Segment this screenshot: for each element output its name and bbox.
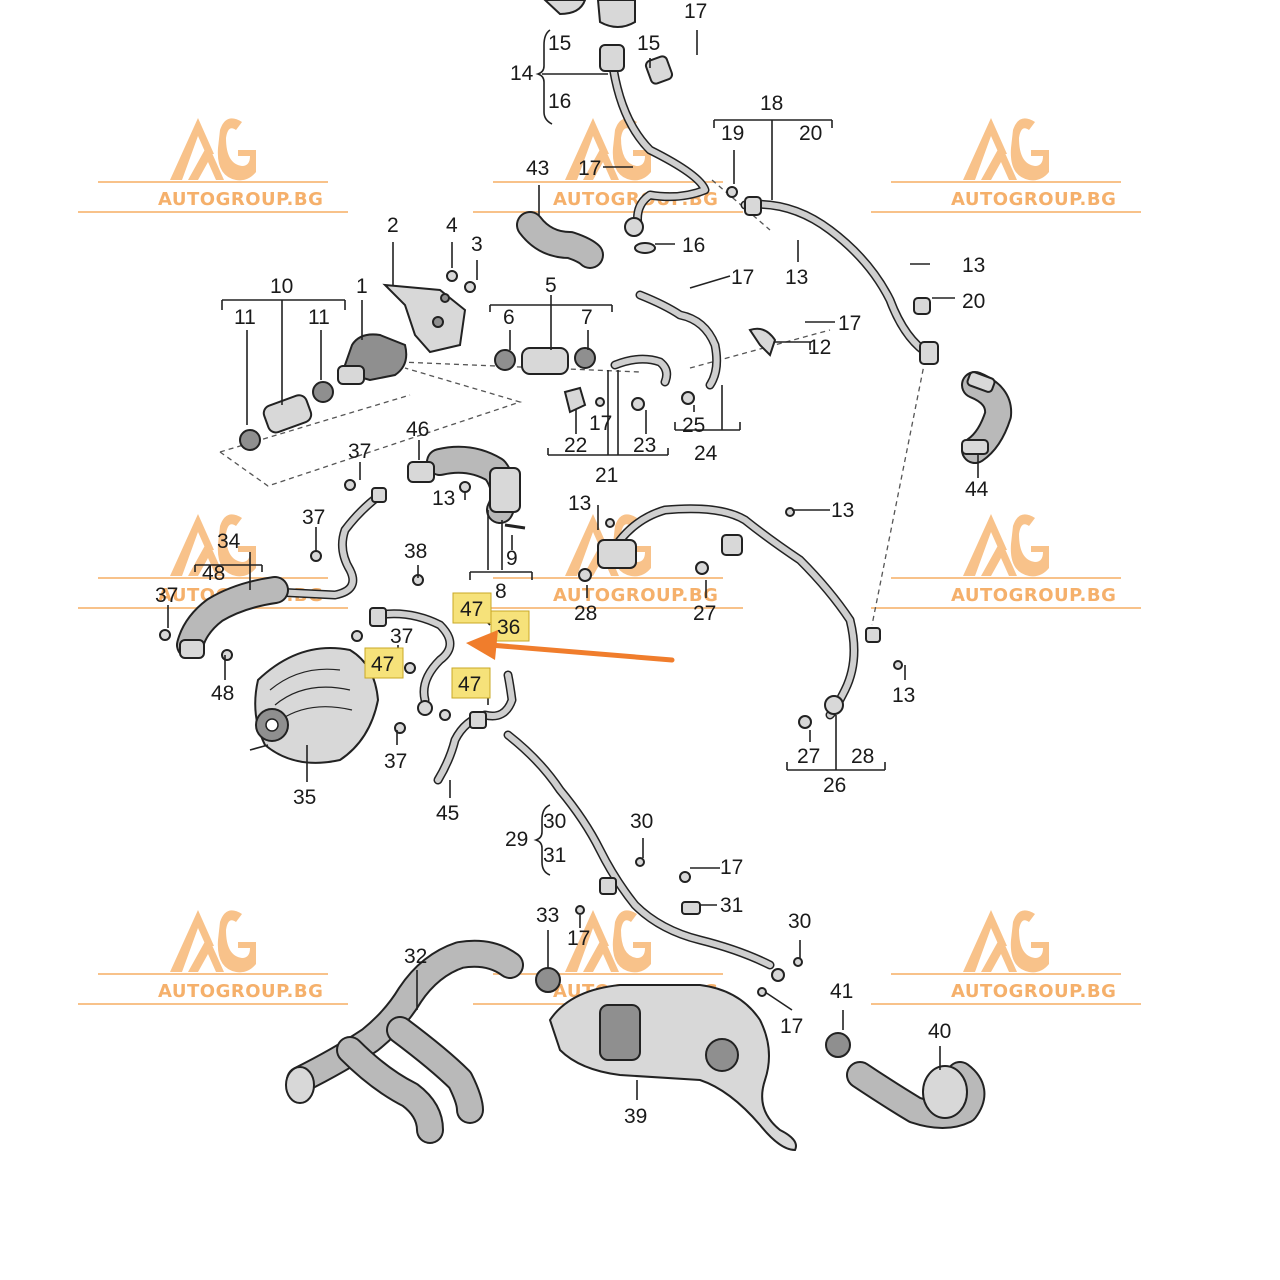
callout-label: 40 — [928, 1020, 951, 1043]
callout-label: 13 — [432, 487, 455, 510]
callout-label: 1 — [356, 275, 368, 298]
callout-label: 13 — [568, 492, 591, 515]
callout-label: 17 — [838, 312, 861, 335]
callout-label: 27 — [693, 602, 716, 625]
watermark-text: AUTOGROUP.BG — [951, 585, 1116, 606]
callout-label: 34 — [217, 530, 241, 553]
watermark-text: AUTOGROUP.BG — [158, 981, 323, 1002]
callout-label: 9 — [506, 547, 518, 570]
part-illustrations — [159, 0, 1013, 1152]
callout-label: 16 — [548, 90, 571, 113]
callout-label: 23 — [633, 434, 656, 457]
callout-label: 31 — [720, 894, 743, 917]
callout-label: 30 — [630, 810, 653, 833]
callout-label: 37 — [384, 750, 407, 773]
callout-label: 17 — [567, 927, 590, 950]
callout-labels: 17 15 15 14 16 18 19 20 17 43 16 2 4 3 1… — [155, 0, 989, 1128]
callout-label: 20 — [799, 122, 822, 145]
callout-label: 17 — [731, 266, 754, 289]
callout-label: 11 — [234, 306, 256, 329]
callout-label: 28 — [574, 602, 597, 625]
callout-label: 4 — [446, 214, 458, 237]
highlight-box — [451, 667, 491, 699]
callout-label: 17 — [578, 157, 601, 180]
callout-label: 25 — [682, 414, 705, 437]
callout-label: 19 — [721, 122, 744, 145]
callout-label: 47 — [460, 598, 483, 621]
callout-label: 18 — [760, 92, 783, 115]
watermark-text: AUTOGROUP.BG — [951, 189, 1116, 210]
callout-label: 37 — [348, 440, 371, 463]
callout-label: 17 — [720, 856, 743, 879]
callout-label: 29 — [505, 828, 528, 851]
highlight-arrow — [466, 630, 675, 663]
callout-label: 13 — [785, 266, 808, 289]
callout-label: 17 — [780, 1015, 803, 1038]
callout-label: 37 — [302, 506, 325, 529]
callout-label: 15 — [548, 32, 571, 55]
watermark-text: AUTOGROUP.BG — [951, 981, 1116, 1002]
callout-label: 30 — [788, 910, 811, 933]
callout-label: 21 — [595, 464, 618, 487]
callout-label: 41 — [830, 980, 853, 1003]
callout-label: 7 — [581, 306, 593, 329]
leader-lines — [167, 29, 979, 1100]
callout-label: 36 — [497, 616, 520, 639]
callout-label: 2 — [387, 214, 399, 237]
callout-label: 39 — [624, 1105, 647, 1128]
callout-label: 35 — [293, 786, 316, 809]
callout-label: 8 — [495, 580, 507, 603]
highlight-box — [452, 592, 492, 624]
callout-label: 17 — [589, 412, 612, 435]
callout-label: 16 — [682, 234, 705, 257]
callout-label: 37 — [390, 625, 413, 648]
callout-label: 10 — [270, 275, 293, 298]
callout-label: 11 — [308, 306, 330, 329]
callout-label: 5 — [545, 274, 557, 297]
callout-label: 13 — [831, 499, 854, 522]
callout-label: 14 — [510, 62, 534, 85]
callout-label: 32 — [404, 945, 427, 968]
assembly-outlines — [219, 179, 926, 626]
callout-label: 13 — [962, 254, 985, 277]
callout-label: 47 — [371, 653, 394, 676]
callout-label: 26 — [823, 774, 846, 797]
callout-label: 30 — [543, 810, 566, 833]
watermark-text: AUTOGROUP.BG — [158, 189, 323, 210]
highlight-box — [364, 647, 404, 679]
callout-label: 3 — [471, 233, 483, 256]
callout-label: 38 — [404, 540, 427, 563]
callout-label: 31 — [543, 844, 566, 867]
watermark-text: AUTOGROUP.BG — [553, 585, 718, 606]
callout-label: 6 — [503, 306, 515, 329]
callout-label: 33 — [536, 904, 559, 927]
callout-label: 22 — [564, 434, 587, 457]
callout-label: 28 — [851, 745, 874, 768]
callout-label: 47 — [458, 673, 481, 696]
callout-label: 48 — [211, 682, 234, 705]
callout-label: 20 — [962, 290, 985, 313]
callout-label: 24 — [694, 442, 718, 465]
callout-label: 44 — [965, 478, 989, 501]
callout-label: 48 — [202, 562, 225, 585]
callout-label: 27 — [797, 745, 820, 768]
callout-label: 12 — [808, 336, 831, 359]
callout-label: 46 — [406, 418, 429, 441]
callout-label: 15 — [637, 32, 660, 55]
callout-label: 17 — [684, 0, 707, 23]
callout-label: 13 — [892, 684, 915, 707]
callout-label: 45 — [436, 802, 459, 825]
callout-label: 37 — [155, 584, 178, 607]
callout-label: 43 — [526, 157, 549, 180]
